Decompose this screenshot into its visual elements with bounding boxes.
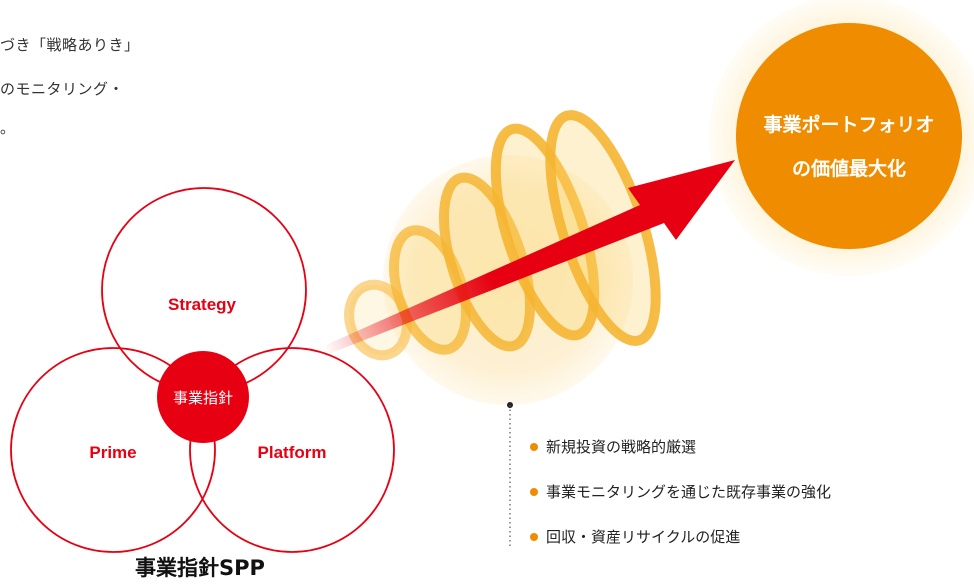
goal-circle — [736, 23, 962, 249]
bullet-item-2: 事業モニタリングを通じた既存事業の強化 — [530, 478, 831, 523]
bullet-item-1: 新規投資の戦略的厳選 — [530, 433, 831, 478]
bullet-text-1: 新規投資の戦略的厳選 — [546, 438, 697, 456]
platform-circle — [189, 347, 395, 553]
orange-dot-icon — [530, 443, 538, 451]
spiral-loop — [439, 172, 535, 352]
prime-label: Prime — [89, 443, 136, 462]
intro-line-2: のモニタリング・ — [0, 80, 125, 98]
bullet-item-3: 回収・資産リサイクルの促進 — [530, 523, 831, 568]
bullet-list: 新規投資の戦略的厳選 事業モニタリングを通じた既存事業の強化 回収・資産リサイク… — [530, 433, 831, 568]
prime-circle — [10, 347, 216, 553]
diagram-caption: 事業指針SPP — [135, 556, 265, 580]
intro-line-1: づき「戦略ありき」 — [0, 36, 140, 54]
orange-dot-icon — [530, 533, 538, 541]
bullet-text-2: 事業モニタリングを通じた既存事業の強化 — [546, 483, 832, 501]
spiral-loop — [490, 123, 600, 341]
growth-arrow — [326, 160, 735, 355]
bullet-text-3: 回収・資産リサイクルの促進 — [546, 528, 741, 546]
platform-label: Platform — [258, 443, 327, 462]
goal-text-line-2: の価値最大化 — [792, 157, 906, 180]
center-label: 事業指針 — [173, 389, 233, 407]
orange-dot-icon — [530, 488, 538, 496]
strategy-label: Strategy — [168, 295, 237, 314]
goal-text-line-1: 事業ポートフォリオ — [763, 113, 934, 136]
intro-line-3: 。 — [0, 119, 16, 137]
center-circle — [157, 351, 249, 443]
